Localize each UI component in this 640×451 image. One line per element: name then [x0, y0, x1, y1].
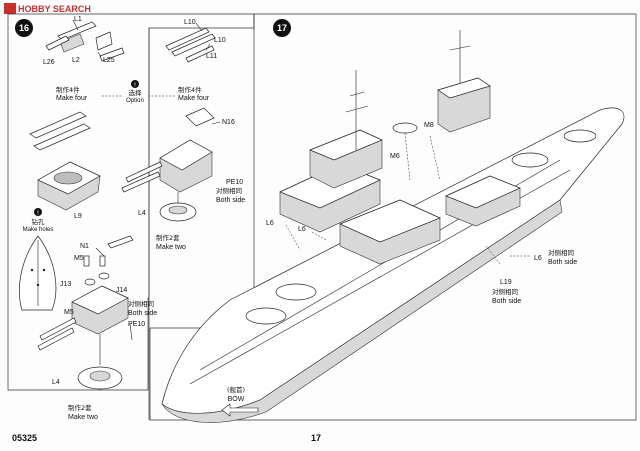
- label-M5a: M5: [74, 255, 84, 262]
- label-L4b: L4: [52, 379, 60, 386]
- make-four-right-en: Make four: [178, 95, 210, 102]
- both-side-en-2: Both side: [128, 310, 157, 317]
- turret-assembly-b: [37, 235, 134, 390]
- both-side-cn-2-17: 对侧相同: [492, 287, 518, 296]
- label-M6: M6: [390, 153, 400, 160]
- both-side-cn-1-17: 对侧相同: [548, 248, 574, 257]
- barbette-l9: [29, 111, 101, 211]
- label-L6c: L6: [534, 255, 542, 262]
- label-L6b: L6: [298, 226, 306, 233]
- footer-code: 05325: [12, 433, 37, 443]
- step16: 16 L1 L2 L25 L26 L10 L10 L11 制作4件 Make f…: [15, 16, 245, 421]
- svg-text:!: !: [37, 211, 39, 217]
- label-L10b: L10: [214, 37, 226, 44]
- both-side-en-1: Both side: [216, 197, 245, 204]
- barrel-subassembly: [165, 22, 216, 63]
- make-two-en-1: Make two: [156, 244, 186, 251]
- label-N1: N1: [80, 243, 89, 250]
- step17-number: 17: [277, 23, 287, 33]
- turret-assembly-a: [121, 107, 221, 222]
- watermark-text: HOBBY SEARCH: [18, 4, 91, 14]
- bow-en: BOW: [228, 396, 245, 403]
- label-PE10a: PE10: [226, 179, 243, 186]
- drill-badge: [34, 208, 42, 216]
- option-cn: 选择: [129, 88, 143, 97]
- make-four-left-cn: 制作4件: [56, 85, 80, 94]
- bow-cn: (舰首): [227, 385, 245, 394]
- label-L25: L25: [103, 57, 115, 64]
- step16-number: 16: [19, 23, 29, 33]
- drill-cn: 钻孔: [32, 217, 46, 226]
- make-two-cn-1: 制作2套: [156, 233, 180, 242]
- svg-text:!: !: [134, 83, 136, 89]
- both-side-en-1-17: Both side: [548, 259, 577, 266]
- label-L11: L11: [206, 53, 217, 60]
- label-J14: J14: [116, 287, 127, 294]
- step17-badge: [273, 19, 291, 37]
- label-PE10b: PE10: [128, 321, 145, 328]
- make-two-cn-2: 制作2套: [68, 403, 92, 412]
- footer-page-number: 17: [311, 433, 321, 443]
- label-L1: L1: [74, 16, 82, 23]
- label-L6a: L6: [266, 220, 274, 227]
- make-four-left-en: Make four: [56, 95, 88, 102]
- make-four-right-cn: 制作4件: [178, 85, 202, 94]
- both-side-cn-1: 对侧相同: [216, 186, 242, 195]
- option-en: Option: [126, 98, 144, 104]
- step16-badge: [15, 19, 33, 37]
- make-two-en-2: Make two: [68, 414, 98, 421]
- both-side-en-2-17: Both side: [492, 298, 521, 305]
- gun-subassembly-a: [45, 19, 125, 62]
- superstructure: [279, 30, 530, 265]
- bow-arrow-icon: [221, 403, 259, 417]
- label-M8: M8: [424, 122, 434, 129]
- label-L9: L9: [74, 213, 82, 220]
- both-side-cn-2: 对侧相同: [128, 299, 154, 308]
- drill-inset: [19, 235, 57, 311]
- watermark: HOBBY SEARCH: [4, 3, 91, 14]
- label-L4a: L4: [138, 210, 146, 217]
- label-L2: L2: [72, 57, 80, 64]
- label-L26: L26: [43, 59, 55, 66]
- drill-en: Make holes: [23, 227, 54, 233]
- step17: 17: [161, 19, 625, 423]
- label-N16: N16: [222, 119, 235, 126]
- label-M5b: M5: [64, 309, 74, 316]
- label-L10a: L10: [184, 19, 196, 26]
- option-badge: [131, 80, 139, 88]
- watermark-logo-icon: [4, 3, 16, 14]
- label-L19: L19: [500, 279, 512, 286]
- label-J13: J13: [60, 281, 71, 288]
